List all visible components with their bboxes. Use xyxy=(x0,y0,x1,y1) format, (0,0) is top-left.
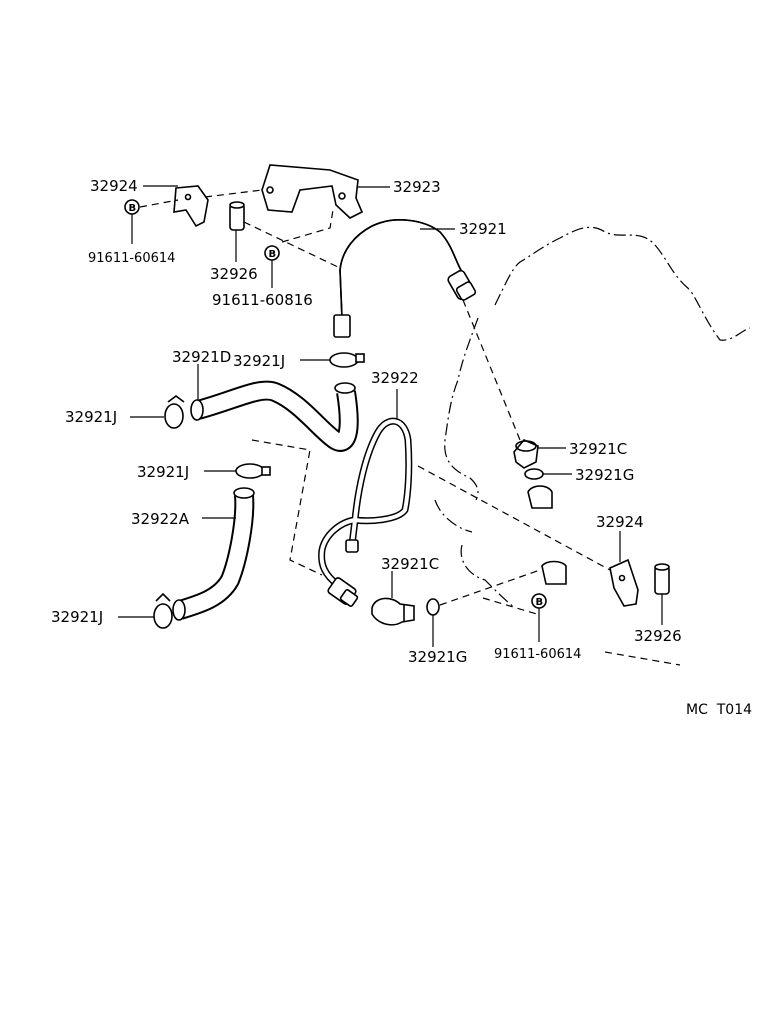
elbow-32921C-mid xyxy=(371,597,415,626)
hose-clamp-icon xyxy=(329,352,365,368)
label-32921J-mid: 32921J xyxy=(137,463,189,481)
label-32921D: 32921D xyxy=(172,348,231,366)
label-32922: 32922 xyxy=(371,369,419,387)
cushion-32926-right xyxy=(654,563,670,595)
bolt-icon: B xyxy=(531,593,547,609)
hose-clamp-icon xyxy=(235,463,271,479)
hose-32921D xyxy=(190,380,359,452)
pipe-32921 xyxy=(333,219,477,338)
bolt-top-mid: B xyxy=(264,245,280,261)
pipe-icon xyxy=(333,219,463,338)
union-fitting-icon xyxy=(327,577,359,607)
gasket-32921G-bottom xyxy=(426,598,440,616)
union-fitting-icon xyxy=(447,269,477,301)
clamp-32921J-mid xyxy=(235,463,271,479)
label-bolt-top-mid: 91611-60816 xyxy=(212,291,313,309)
union-fitting-icon xyxy=(513,439,539,469)
svg-text:B: B xyxy=(269,249,277,260)
clamp-32921J-left xyxy=(164,395,185,429)
label-bolt-bottom: 91611-60614 xyxy=(494,647,581,662)
union-fitting-icon xyxy=(371,597,415,626)
pipe-icon xyxy=(318,417,413,588)
assembly-lines xyxy=(139,189,681,666)
bolt-bottom: B xyxy=(531,593,547,609)
bolt-icon: B xyxy=(264,245,280,261)
label-32921C-mid: 32921C xyxy=(381,555,439,573)
label-32924-top: 32924 xyxy=(90,177,138,195)
label-32921J-bottom: 32921J xyxy=(51,608,103,626)
hose-clamp-icon xyxy=(153,592,173,629)
bolt-icon: B xyxy=(124,199,140,215)
label-32924-right: 32924 xyxy=(596,513,644,531)
bracket-icon xyxy=(261,164,364,219)
bracket-icon xyxy=(609,558,639,607)
cushion-icon xyxy=(654,563,670,595)
label-32921G-bottom: 32921G xyxy=(408,648,467,666)
bracket-32924-right xyxy=(609,558,639,607)
label-32926-top: 32926 xyxy=(210,265,258,283)
bracket-icon xyxy=(173,185,209,228)
cushion-icon xyxy=(229,201,245,231)
label-32926-right: 32926 xyxy=(634,627,682,645)
label-32921J-top: 32921J xyxy=(233,352,285,370)
hose-clamp-icon xyxy=(164,395,185,429)
bracket-32924-top xyxy=(173,185,209,228)
hose-32922A xyxy=(172,487,255,621)
port-right-lower xyxy=(541,560,567,585)
cushion-32926-top xyxy=(229,201,245,231)
label-32923: 32923 xyxy=(393,178,441,196)
bracket-32923 xyxy=(261,164,364,219)
label-32921J-left: 32921J xyxy=(65,408,117,426)
clamp-32921J-top xyxy=(329,352,365,368)
svg-text:B: B xyxy=(536,597,544,608)
port-right-upper xyxy=(527,485,553,509)
pipe-32922 xyxy=(318,417,413,607)
engine-outline xyxy=(434,226,751,609)
svg-text:B: B xyxy=(129,203,137,214)
leader-lines xyxy=(118,185,663,647)
part-labels: 32924 32923 32921 91611-60614 32926 9161… xyxy=(51,177,752,718)
footer-code: MC T014 xyxy=(686,702,752,718)
label-32921: 32921 xyxy=(459,220,507,238)
fitting-32921C-right xyxy=(513,439,539,469)
label-32921G-right: 32921G xyxy=(575,466,634,484)
hose-icon xyxy=(172,487,255,621)
bolt-top-left: B xyxy=(124,199,140,215)
label-32922A: 32922A xyxy=(131,510,190,528)
gasket-icon xyxy=(426,598,440,616)
gasket-32921G-right xyxy=(524,468,544,480)
hose-icon xyxy=(190,380,359,452)
label-32921C-right: 32921C xyxy=(569,440,627,458)
gasket-icon xyxy=(524,468,544,480)
label-bolt-top-left: 91611-60614 xyxy=(88,251,175,266)
clamp-32921J-bottom xyxy=(153,592,173,629)
